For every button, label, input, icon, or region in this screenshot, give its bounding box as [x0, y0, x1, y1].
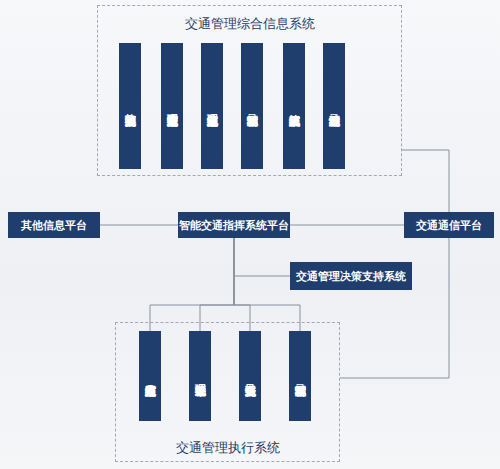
dashed-group-box: 交通管理综合信息系统交通事故接处警系统道路交通管理信息系统交通地理信息系统车辆检…	[97, 5, 402, 176]
vertical-system-box: 视频监控系统	[283, 43, 305, 169]
group-title: 交通管理执行系统	[116, 440, 339, 457]
connector-line	[234, 238, 290, 276]
connector-line	[100, 225, 178, 226]
vertical-system-box: 勤务管理系统	[189, 331, 211, 421]
node-label: 智能交通指挥系统平台	[179, 219, 289, 231]
dashed-group-box: 交通管理执行系统 交通信息发布系统 勤务管理系统 交通诱导系统 车辆检测记录系统	[115, 322, 340, 462]
connector-line	[402, 150, 449, 212]
group-title: 交通管理综合信息系统	[98, 16, 401, 33]
vertical-system-box: 违法检测记录系统	[323, 43, 345, 169]
connector-line	[340, 238, 449, 378]
vertical-system-box: 车辆检测记录系统	[241, 43, 263, 169]
connector-line	[150, 238, 234, 331]
vertical-system-box: 交通信息发布系统	[139, 331, 161, 421]
node-label: 交通管理决策支持系统	[296, 270, 406, 282]
node-label: 交通通信平台	[416, 219, 482, 231]
platform-box: 交通管理决策支持系统	[290, 262, 412, 290]
connector-line	[234, 238, 250, 331]
vertical-system-box: 交通地理信息系统	[201, 43, 223, 169]
platform-box: 其他信息平台	[8, 212, 100, 238]
platform-box: 交通通信平台	[404, 212, 494, 238]
vertical-system-box: 道路交通管理信息系统	[161, 43, 183, 169]
platform-box: 智能交通指挥系统平台	[178, 212, 290, 238]
connector-line	[290, 225, 404, 226]
vertical-system-box: 车辆检测记录系统	[289, 331, 311, 421]
vertical-system-box: 交通诱导系统	[239, 331, 261, 421]
node-label: 其他信息平台	[21, 219, 87, 231]
connector-line	[200, 238, 234, 331]
vertical-system-box: 交通事故接处警系统	[119, 43, 141, 169]
